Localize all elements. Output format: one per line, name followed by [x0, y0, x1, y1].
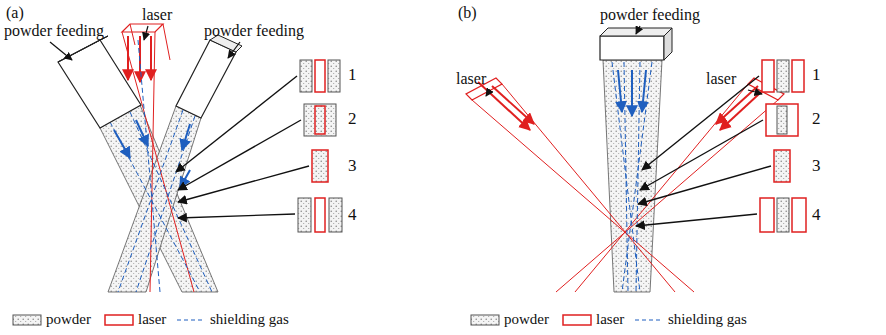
part-label: laser	[456, 70, 486, 88]
callout-number: 4	[812, 206, 821, 224]
legend-sample	[634, 313, 664, 327]
callout-number: 1	[348, 66, 357, 84]
legend-entry: laser	[104, 311, 166, 328]
legend-sample	[104, 313, 134, 327]
callout-number: 3	[812, 157, 821, 175]
callout-number: 2	[812, 110, 821, 128]
legend-entry: powder	[12, 311, 91, 328]
legend-sample	[176, 313, 206, 327]
callout-number: 3	[348, 157, 357, 175]
part-label: powder feeding	[600, 6, 700, 24]
part-label: laser	[706, 70, 736, 88]
legend-text: laser	[138, 311, 166, 328]
part-label: powder feeding	[4, 22, 104, 40]
legend-sample	[470, 313, 500, 327]
panel-b-art	[466, 26, 806, 292]
part-label: (a)	[6, 4, 24, 22]
legend-entry: laser	[562, 311, 624, 328]
callout-number: 4	[348, 206, 357, 224]
legend-text: laser	[596, 311, 624, 328]
legend-entry: shielding gas	[634, 311, 747, 328]
legend-entry: shielding gas	[176, 311, 289, 328]
callout-number: 2	[348, 110, 357, 128]
legend-text: shielding gas	[210, 311, 289, 328]
callout-number: 1	[812, 66, 821, 84]
legend-sample	[12, 313, 42, 327]
panel-a-art	[50, 24, 342, 292]
legend-text: powder	[504, 311, 549, 328]
part-label: laser	[142, 6, 172, 24]
part-label: powder feeding	[204, 22, 304, 40]
legend-entry: powder	[470, 311, 549, 328]
legend-text: shielding gas	[668, 311, 747, 328]
legend-sample	[562, 313, 592, 327]
part-label: (b)	[458, 4, 477, 22]
legend-text: powder	[46, 311, 91, 328]
